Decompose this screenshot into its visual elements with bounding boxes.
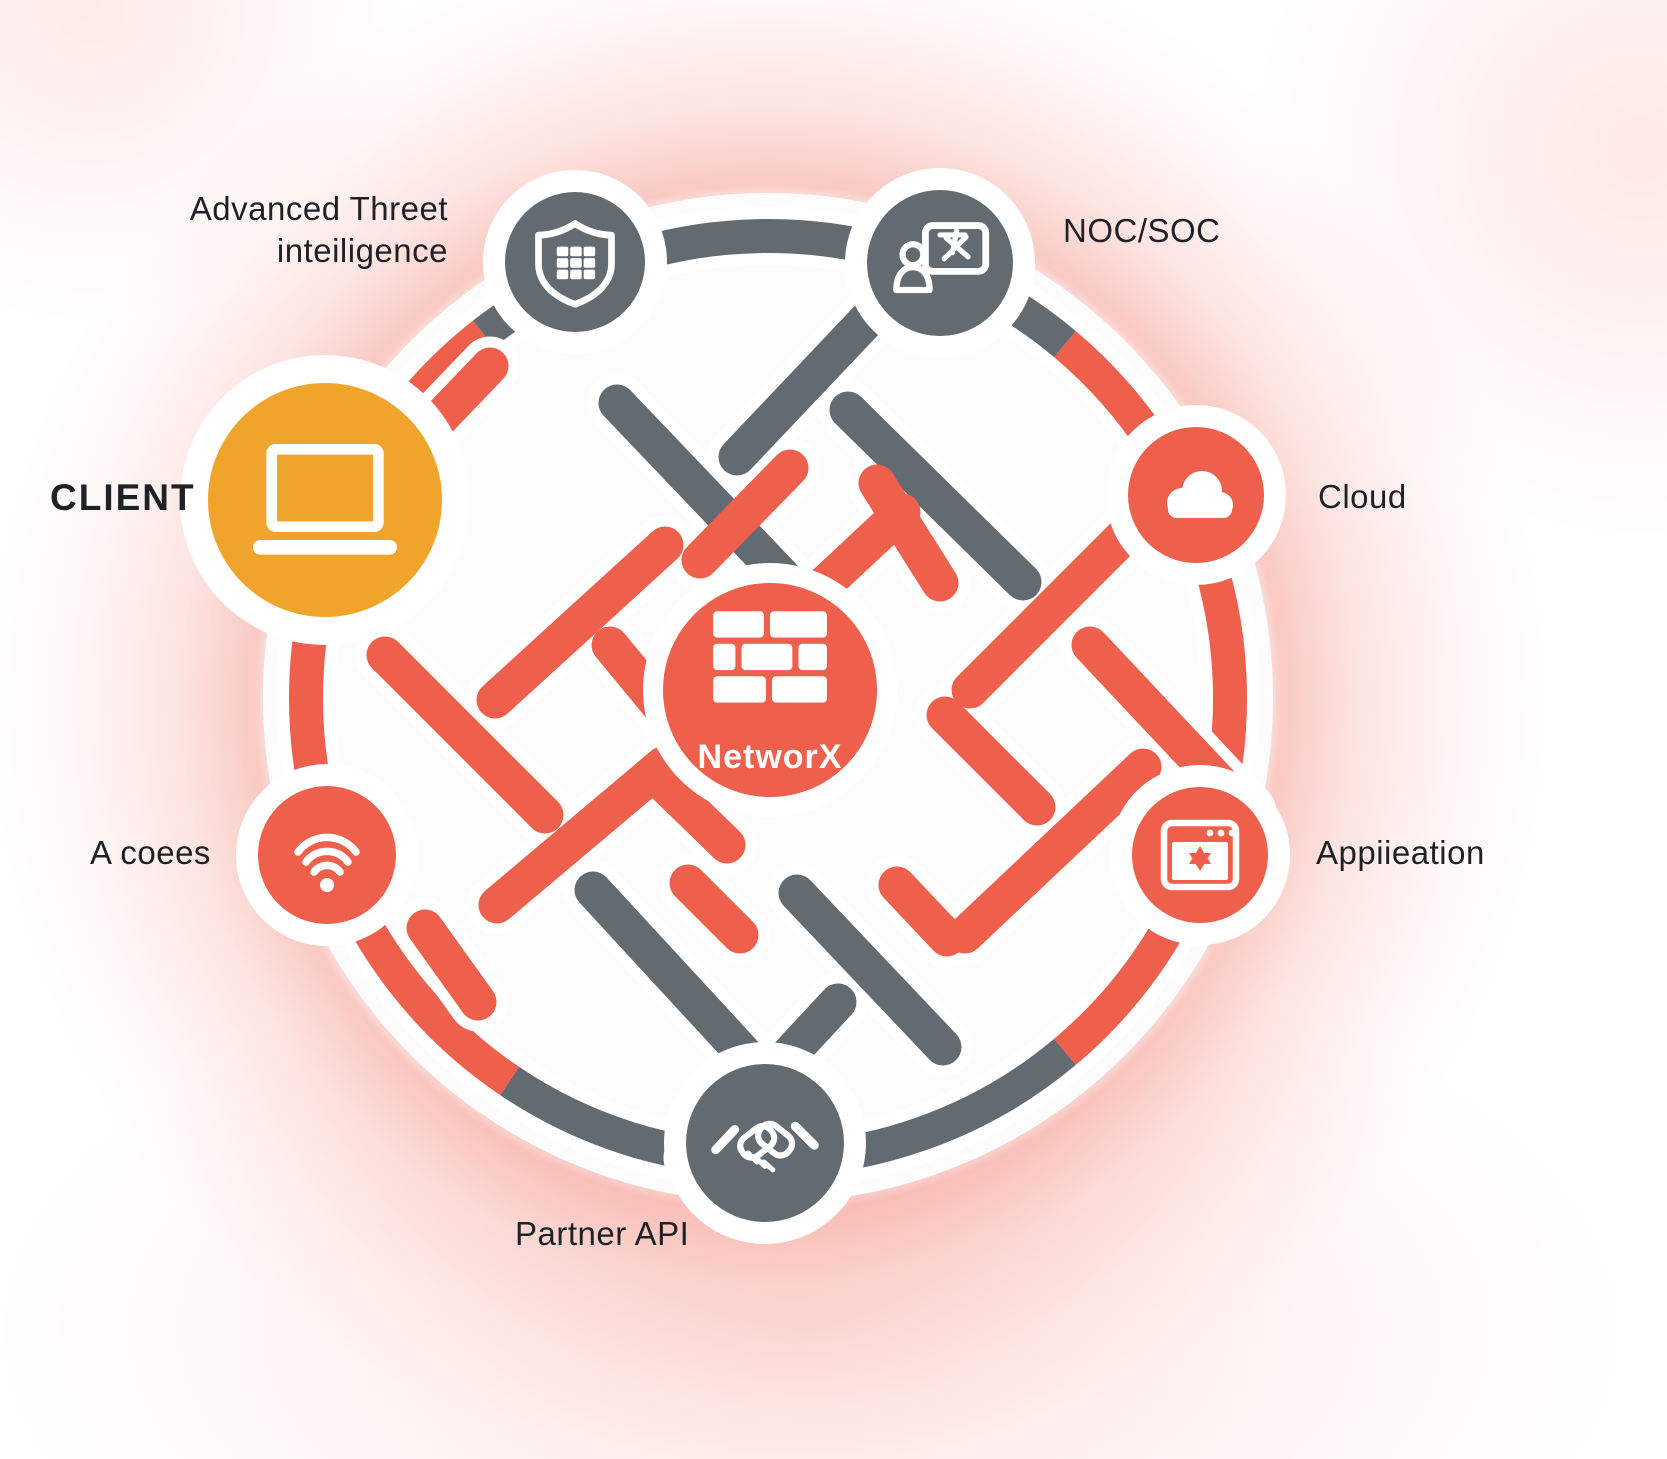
firewall-bricks-icon	[713, 611, 827, 703]
laptop-icon	[253, 444, 397, 555]
cloud-icon	[1167, 471, 1233, 518]
label-noc-soc: NOC/SOC	[1063, 212, 1221, 249]
network-label: NetworX	[697, 738, 843, 776]
label-application: Appiieation	[1316, 834, 1485, 871]
node-circle	[867, 190, 1013, 336]
node-circle	[208, 383, 442, 617]
label-client: CLIENT	[50, 477, 196, 518]
node-circle	[258, 786, 396, 924]
shield-icon	[535, 220, 615, 308]
label-line-1: Advanced Threet	[189, 190, 448, 227]
label-partner-api: Partner API	[515, 1215, 690, 1252]
node-circle	[686, 1064, 844, 1222]
label-line-2: inteiligence	[276, 232, 448, 269]
wifi-icon	[294, 833, 360, 892]
label-access: A coees	[90, 834, 211, 871]
node-circle	[1128, 427, 1264, 563]
label-advanced-threat-intelligence: Advanced Threet inteiligence	[190, 188, 448, 272]
handshake-icon	[711, 1120, 819, 1173]
label-cloud: Cloud	[1318, 478, 1407, 515]
node-circle	[505, 192, 645, 332]
node-circle	[1132, 787, 1268, 923]
node-circle: NetworX	[663, 583, 877, 797]
app-window-icon	[1160, 819, 1240, 891]
analyst-monitor-icon	[893, 222, 990, 294]
